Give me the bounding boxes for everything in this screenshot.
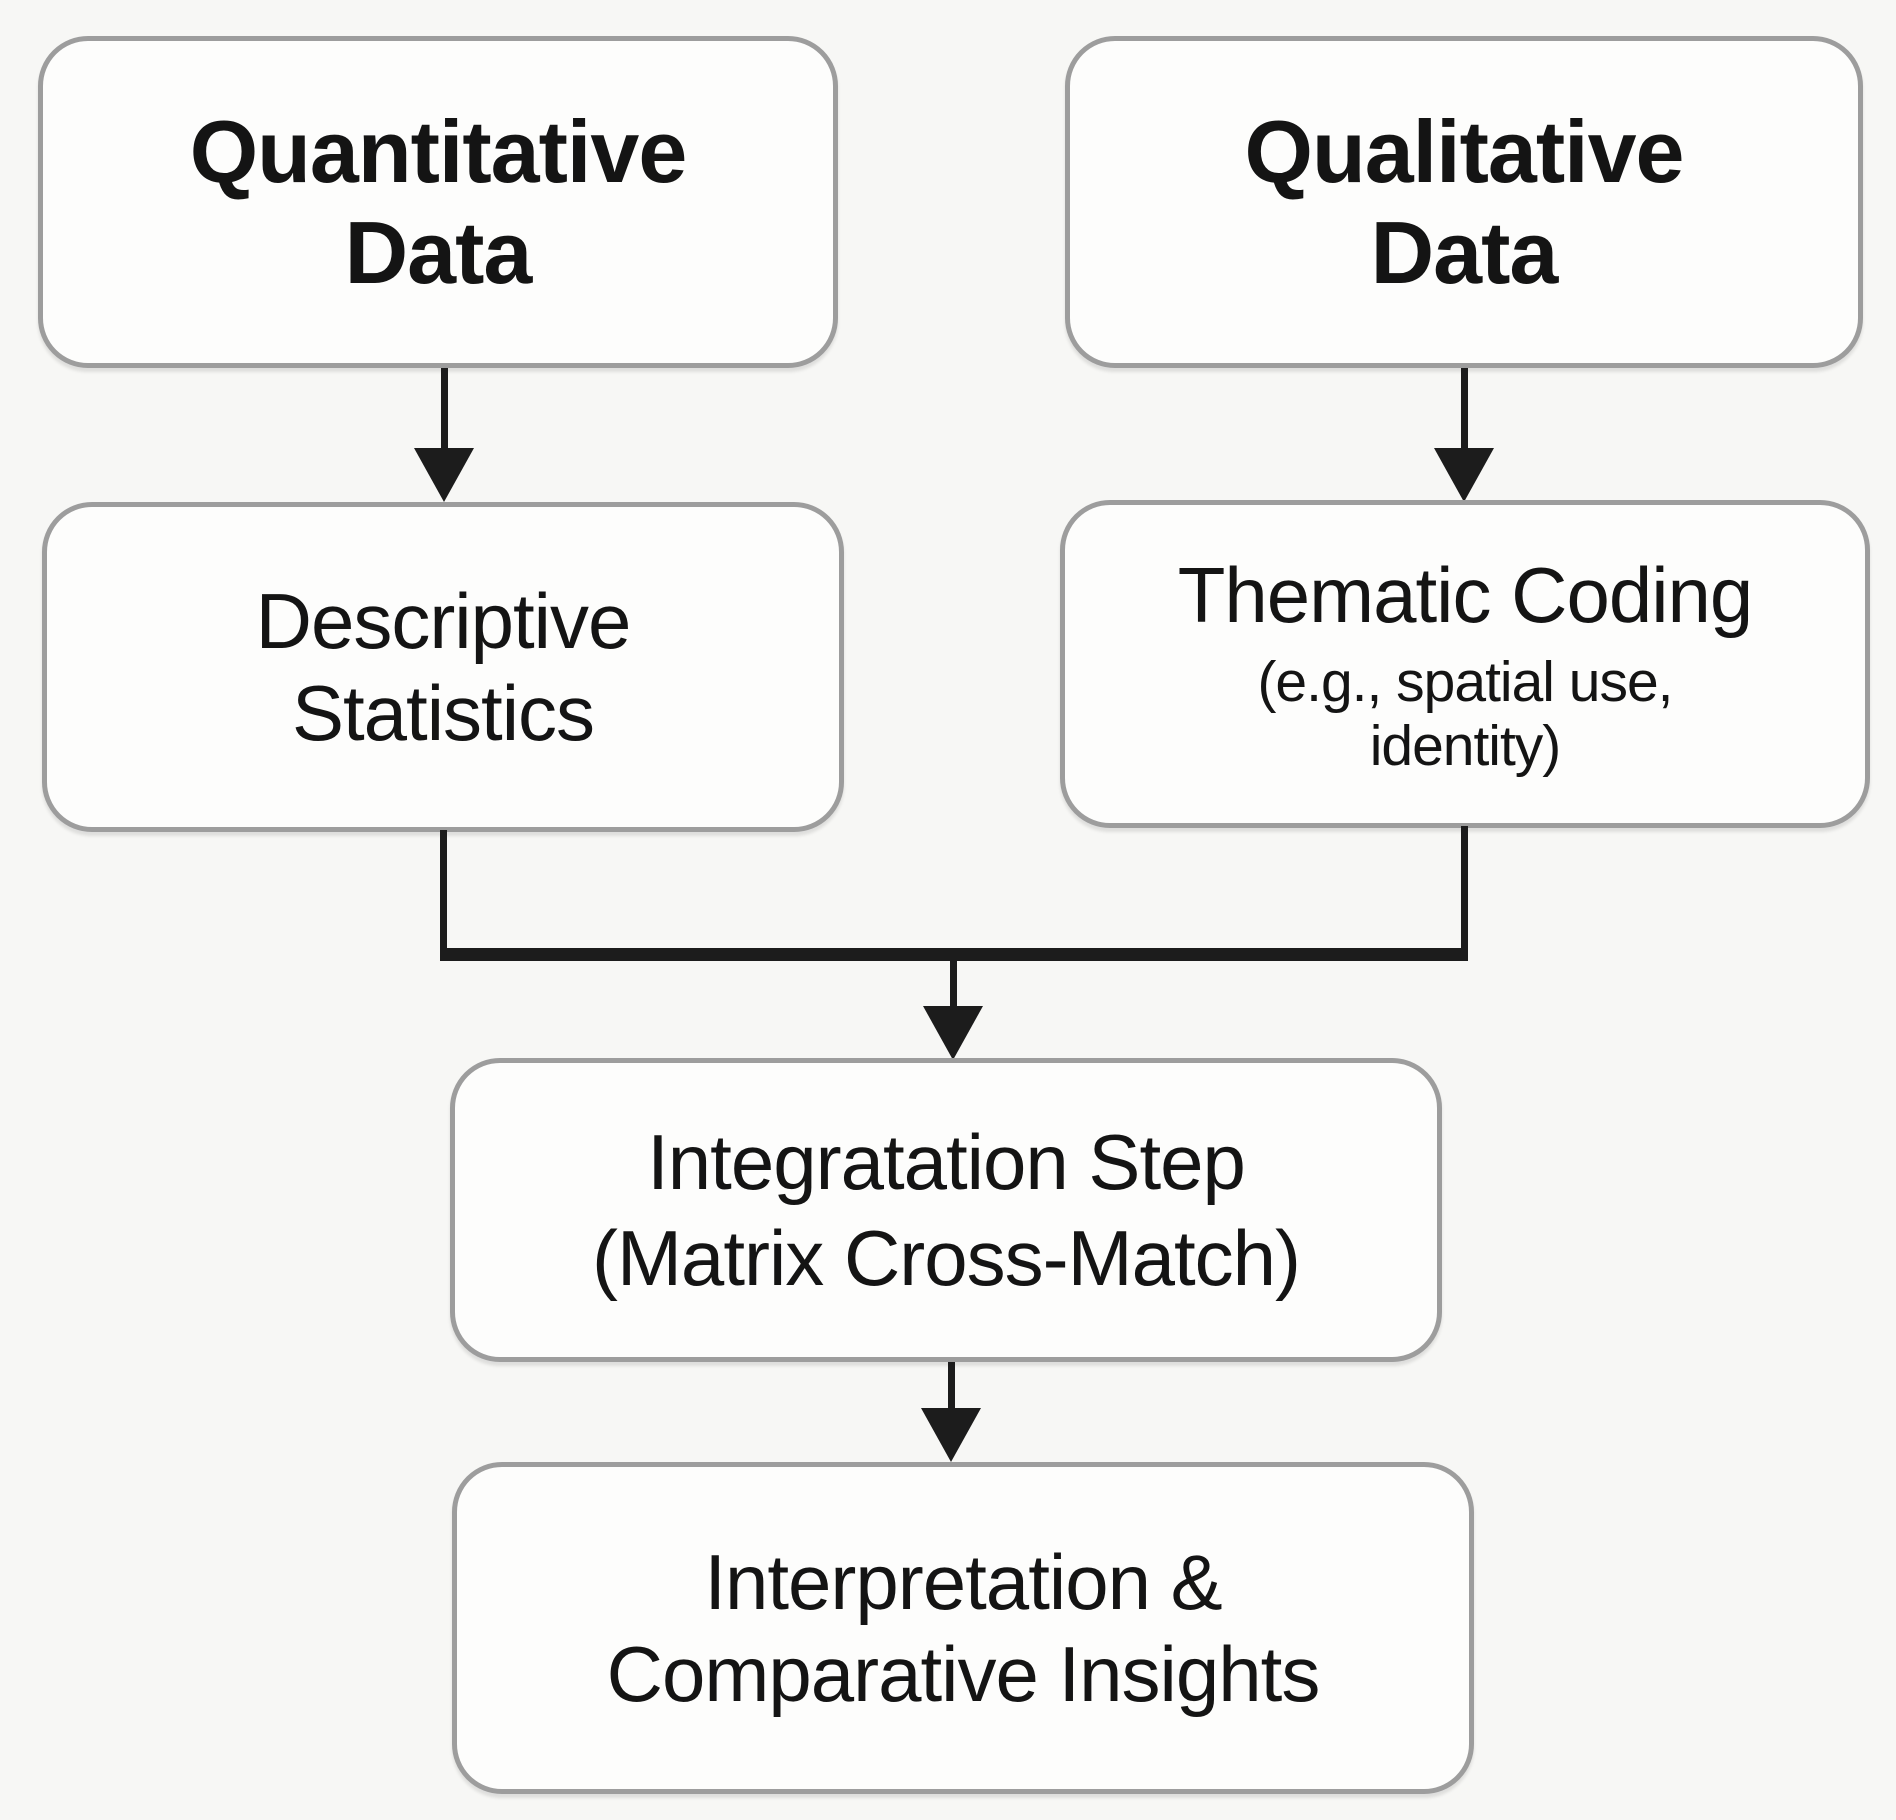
node-qualitative-data: Qualitative Data: [1065, 36, 1863, 368]
node-integration-step: Integratation Step (Matrix Cross-Match): [450, 1058, 1442, 1362]
node-label: Descriptive Statistics: [255, 576, 632, 757]
node-quantitative-data: Quantitative Data: [38, 36, 838, 368]
arrow-line: [948, 1362, 955, 1410]
node-label: Integratation Step: [647, 1117, 1246, 1206]
node-label: Qualitative Data: [1244, 101, 1685, 302]
arrowhead-down-icon: [414, 448, 474, 502]
arrowhead-down-icon: [1434, 448, 1494, 502]
arrowhead-down-icon: [921, 1408, 981, 1462]
node-label: Interpretation & Comparative Insights: [606, 1537, 1321, 1718]
node-label: Thematic Coding: [1177, 551, 1754, 640]
merge-bar: [440, 948, 1468, 961]
arrowhead-down-icon: [923, 1006, 983, 1060]
arrow-line: [441, 368, 448, 450]
node-thematic-coding: Thematic Coding (e.g., spatial use, iden…: [1060, 500, 1870, 828]
node-label: Quantitative Data: [189, 101, 688, 302]
arrow-line: [1461, 368, 1468, 450]
node-sublabel: (e.g., spatial use, identity): [1257, 650, 1673, 779]
arrow-line: [950, 959, 957, 1009]
node-sublabel: (Matrix Cross-Match): [591, 1214, 1301, 1302]
merge-line-right: [1461, 826, 1468, 950]
merge-line-left: [440, 830, 447, 950]
node-descriptive-statistics: Descriptive Statistics: [42, 502, 844, 832]
node-interpretation-insights: Interpretation & Comparative Insights: [452, 1462, 1474, 1794]
